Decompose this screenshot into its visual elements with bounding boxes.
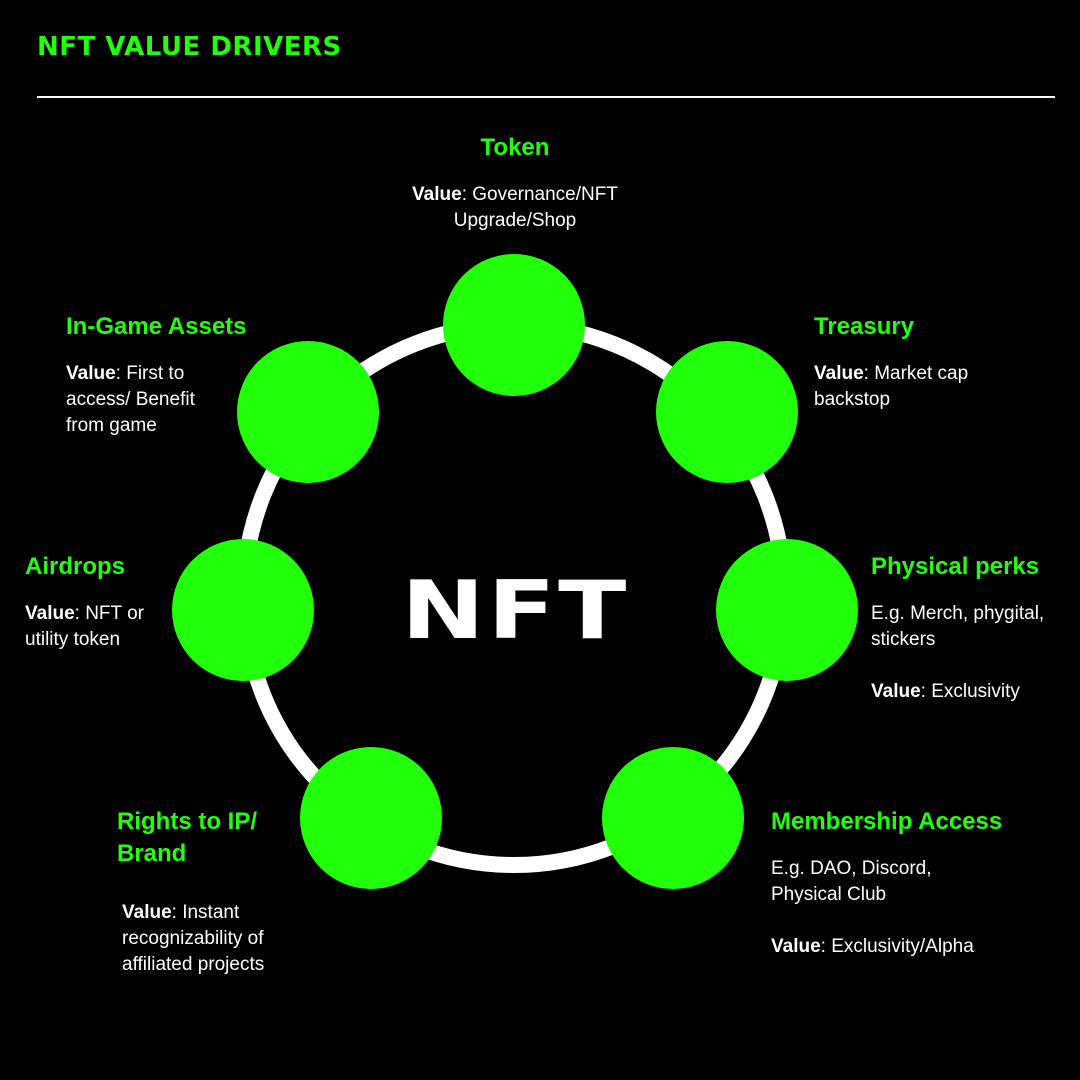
driver-title: Airdrops xyxy=(25,553,126,580)
node-physical-perks xyxy=(716,539,858,681)
driver-value: Value: Exclusivity xyxy=(871,679,1071,705)
node-treasury xyxy=(656,341,798,483)
value-label: Value xyxy=(66,363,116,384)
node-in-game-assets xyxy=(237,341,379,483)
value-label: Value xyxy=(814,363,864,384)
driver-membership-access: Membership Access E.g. DAO, Discord, Phy… xyxy=(771,806,1051,960)
driver-physical-perks: Physical perks E.g. Merch, phygital, sti… xyxy=(871,551,1071,705)
driver-in-game-assets: In-Game Assets Value: First to access/ B… xyxy=(66,311,276,439)
driver-value: Value: Instant recognizability of affili… xyxy=(122,900,302,978)
page-title: NFT VALUE DRIVERS xyxy=(37,32,342,62)
node-rights-ip-brand xyxy=(300,747,442,889)
driver-title: Membership Access xyxy=(771,808,1003,835)
driver-value: Value: Exclusivity/Alpha xyxy=(771,934,1051,960)
driver-title: Treasury xyxy=(814,313,915,340)
driver-value: Value: Market cap backstop xyxy=(814,361,1014,413)
driver-token: Token Value: Governance/NFT Upgrade/Shop xyxy=(380,132,650,234)
driver-rights-ip-brand: Rights to IP/ Brand Value: Instant recog… xyxy=(117,806,297,978)
value-text: : Governance/NFT Upgrade/Shop xyxy=(453,184,618,231)
driver-title: Physical perks xyxy=(871,553,1040,580)
driver-title: Rights to IP/ Brand xyxy=(117,808,257,867)
driver-value: Value: Governance/NFT Upgrade/Shop xyxy=(380,182,650,234)
value-text: : Exclusivity xyxy=(920,681,1020,702)
value-label: Value xyxy=(25,603,75,624)
value-label: Value xyxy=(771,936,821,957)
node-token xyxy=(443,254,585,396)
value-label: Value xyxy=(412,184,462,205)
value-text: : Market cap backstop xyxy=(814,363,969,410)
value-label: Value xyxy=(122,902,172,923)
driver-treasury: Treasury Value: Market cap backstop xyxy=(814,311,1014,413)
driver-example: E.g. Merch, phygital, stickers xyxy=(871,603,1045,650)
driver-airdrops: Airdrops Value: NFT or utility token xyxy=(25,551,175,653)
driver-value: Value: NFT or utility token xyxy=(25,601,175,653)
driver-value: Value: First to access/ Benefit from gam… xyxy=(66,361,206,439)
value-text: : First to access/ Benefit from game xyxy=(66,363,195,436)
value-text: : Exclusivity/Alpha xyxy=(820,936,974,957)
value-label: Value xyxy=(871,681,921,702)
driver-title: Token xyxy=(480,134,550,161)
value-text: : NFT or utility token xyxy=(25,603,144,650)
value-text: : Instant recognizability of affiliated … xyxy=(122,902,265,975)
node-membership-access xyxy=(602,747,744,889)
node-airdrops xyxy=(172,539,314,681)
driver-example: E.g. DAO, Discord, Physical Club xyxy=(771,858,932,905)
driver-title: In-Game Assets xyxy=(66,313,247,340)
center-label: NFT xyxy=(401,563,629,657)
title-divider xyxy=(37,96,1055,98)
